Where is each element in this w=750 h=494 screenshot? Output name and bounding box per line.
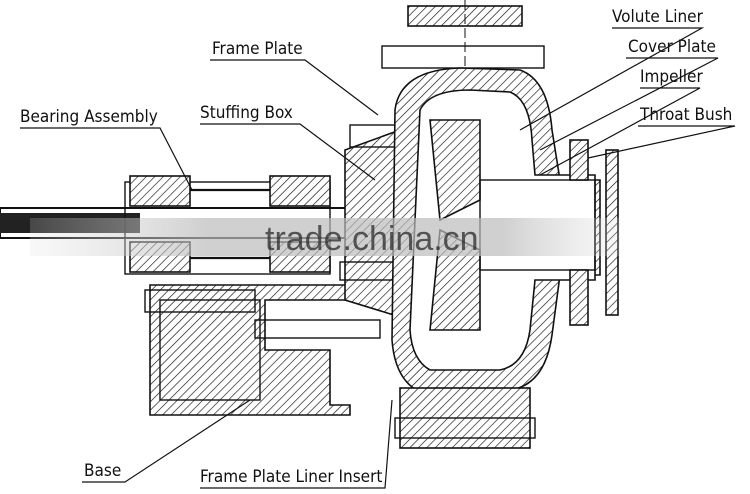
label-base: Base bbox=[84, 461, 121, 481]
volute-casing bbox=[391, 67, 619, 449]
label-bearing-assembly: Bearing Assembly bbox=[20, 107, 158, 127]
label-throat-bush: Throat Bush bbox=[639, 105, 732, 125]
discharge-flange bbox=[381, 0, 545, 70]
watermark-text: trade.china.cn bbox=[265, 220, 479, 258]
label-cover-plate: Cover Plate bbox=[628, 37, 716, 57]
label-impeller: Impeller bbox=[640, 67, 703, 87]
base-drawing bbox=[144, 284, 381, 416]
label-volute-liner: Volute Liner bbox=[612, 7, 704, 27]
label-stuffing-box: Stuffing Box bbox=[200, 103, 293, 123]
watermark: trade.china.cn bbox=[30, 218, 620, 258]
bearing-assembly-drawing bbox=[124, 175, 331, 275]
leader-lines bbox=[20, 27, 736, 489]
label-frame-plate: Frame Plate bbox=[212, 39, 303, 59]
label-frame-plate-liner-insert: Frame Plate Liner Insert bbox=[200, 467, 382, 487]
